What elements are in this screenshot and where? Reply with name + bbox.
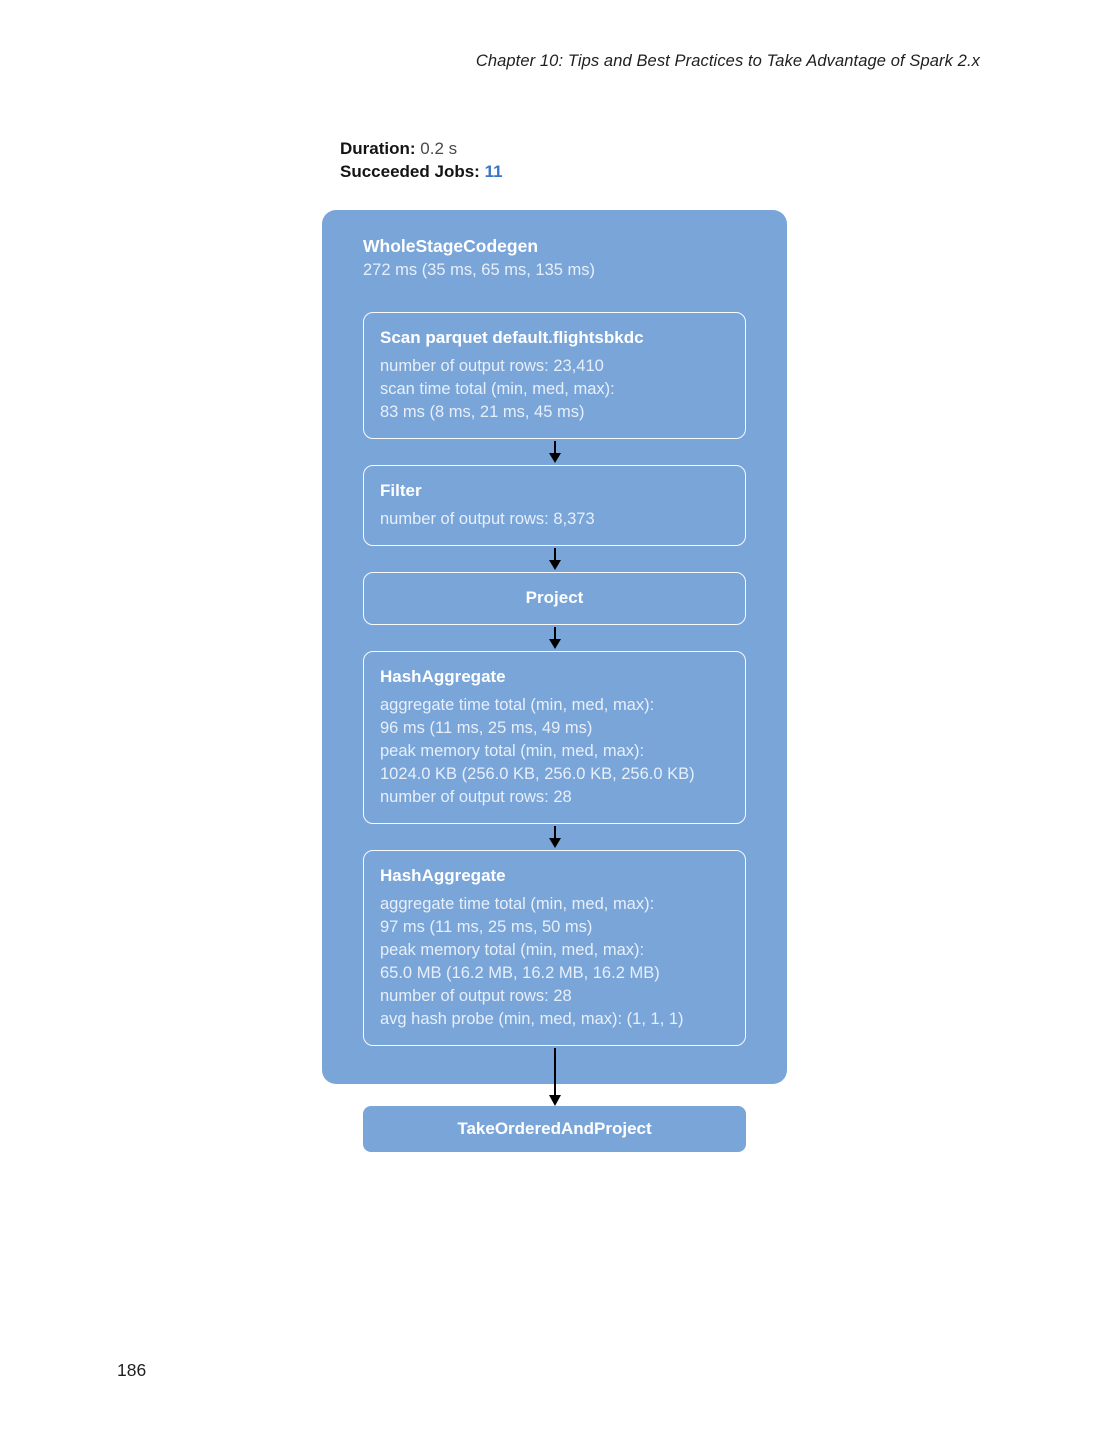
succeeded-jobs-line: Succeeded Jobs: 11 xyxy=(340,160,503,183)
succeeded-jobs-link[interactable]: 11 xyxy=(484,162,503,181)
chapter-header: Chapter 10: Tips and Best Practices to T… xyxy=(475,52,980,70)
arrow-down-icon xyxy=(363,546,746,572)
succeeded-jobs-label: Succeeded Jobs: xyxy=(340,162,480,181)
node-title: Filter xyxy=(380,481,422,500)
node-project: Project xyxy=(363,572,746,625)
node-metric: 65.0 MB (16.2 MB, 16.2 MB, 16.2 MB) xyxy=(380,964,660,982)
node-title: Scan parquet default.flightsbkdc xyxy=(380,328,644,347)
node-hashaggregate-1: HashAggregate aggregate time total (min,… xyxy=(363,651,746,824)
node-metric: avg hash probe (min, med, max): (1, 1, 1… xyxy=(380,1010,684,1028)
duration-value: 0.2 s xyxy=(420,139,458,158)
dag-visualization: WholeStageCodegen 272 ms (35 ms, 65 ms, … xyxy=(322,210,787,1152)
node-filter: Filter number of output rows: 8,373 xyxy=(363,465,746,546)
arrow-down-icon xyxy=(363,824,746,850)
wholestagecodegen-box: WholeStageCodegen 272 ms (35 ms, 65 ms, … xyxy=(322,210,787,1084)
node-takeorderedandproject: TakeOrderedAndProject xyxy=(363,1106,746,1152)
node-metric: 83 ms (8 ms, 21 ms, 45 ms) xyxy=(380,403,585,421)
node-metric: peak memory total (min, med, max): xyxy=(380,742,645,760)
duration-label: Duration: xyxy=(340,139,416,158)
node-metric: 97 ms (11 ms, 25 ms, 50 ms) xyxy=(380,918,593,936)
arrow-down-icon xyxy=(363,625,746,651)
node-metric: number of output rows: 23,410 xyxy=(380,357,604,375)
arrow-down-icon xyxy=(322,1048,787,1106)
node-metric: scan time total (min, med, max): xyxy=(380,380,615,398)
node-metric: peak memory total (min, med, max): xyxy=(380,941,645,959)
wholestagecodegen-metrics: 272 ms (35 ms, 65 ms, 135 ms) xyxy=(363,261,595,279)
node-title: Project xyxy=(525,588,584,607)
node-metric: aggregate time total (min, med, max): xyxy=(380,696,655,714)
job-stats: Duration: 0.2 s Succeeded Jobs: 11 xyxy=(340,137,503,183)
node-metric: number of output rows: 28 xyxy=(380,788,572,806)
node-title: HashAggregate xyxy=(380,866,506,885)
node-metric: 1024.0 KB (256.0 KB, 256.0 KB, 256.0 KB) xyxy=(380,765,695,783)
page-number: 186 xyxy=(117,1360,147,1380)
node-metric: aggregate time total (min, med, max): xyxy=(380,895,655,913)
node-metric: number of output rows: 28 xyxy=(380,987,572,1005)
node-metric: number of output rows: 8,373 xyxy=(380,510,595,528)
wholestagecodegen-title: WholeStageCodegen xyxy=(363,236,539,256)
node-scan-parquet: Scan parquet default.flightsbkdc number … xyxy=(363,312,746,439)
node-metric: 96 ms (11 ms, 25 ms, 49 ms) xyxy=(380,719,593,737)
duration-line: Duration: 0.2 s xyxy=(340,137,503,160)
arrow-down-icon xyxy=(363,439,746,465)
node-hashaggregate-2: HashAggregate aggregate time total (min,… xyxy=(363,850,746,1046)
node-title: TakeOrderedAndProject xyxy=(457,1119,652,1138)
node-title: HashAggregate xyxy=(380,667,506,686)
